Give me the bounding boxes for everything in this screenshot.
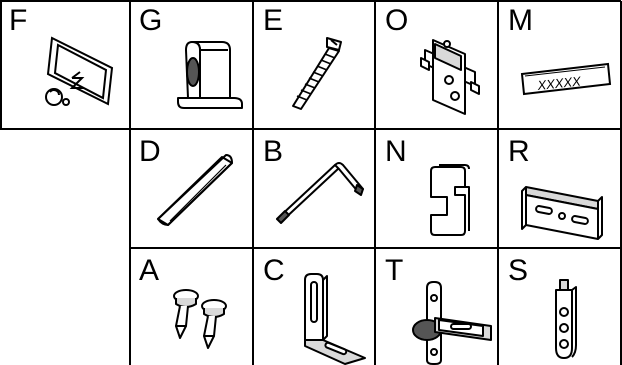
mirror-panel-with-fastener-icon (0, 0, 130, 129)
allen-key-icon (253, 129, 375, 248)
cabinet-hinge-plate-icon (375, 0, 498, 129)
wooden-dowel-icon (130, 129, 253, 248)
part-cell-c: C (253, 248, 375, 365)
part-cell-g: G (130, 0, 253, 129)
part-cell-a: A (130, 248, 253, 365)
part-cell-b: B (253, 129, 375, 248)
part-cell-s: S (498, 248, 621, 365)
nail-screws-icon (130, 248, 253, 365)
hanging-strap-icon (498, 248, 621, 365)
part-cell-t: T (375, 248, 498, 365)
angle-bracket-icon (253, 248, 375, 365)
label-plate-icon: XXXXX (498, 0, 621, 129)
bent-clip-bracket-icon (375, 129, 498, 248)
part-cell-m: M XXXXX (498, 0, 621, 129)
part-cell-r: R (498, 129, 621, 248)
part-cell-e: E (253, 0, 375, 129)
part-cell-n: N (375, 129, 498, 248)
concealed-hinge-icon (375, 248, 498, 365)
shelf-support-clip-icon (130, 0, 253, 129)
screw-icon (253, 0, 375, 129)
part-cell-d: D (130, 129, 253, 248)
part-cell-f: F (0, 0, 130, 129)
part-cell-o: O (375, 0, 498, 129)
hanging-rail-icon (498, 129, 621, 248)
